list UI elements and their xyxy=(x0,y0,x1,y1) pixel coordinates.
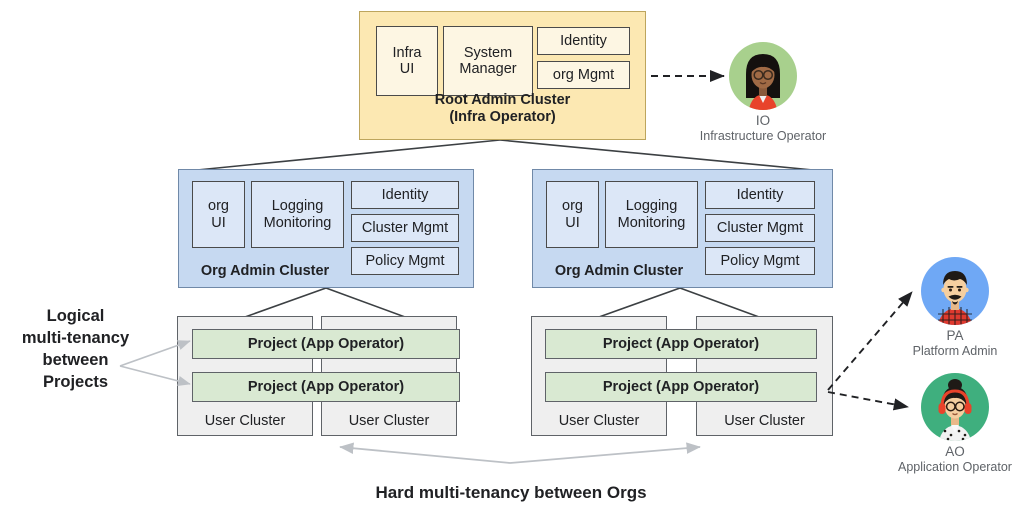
org-left-module-org-ui[interactable]: org UI xyxy=(192,181,245,248)
org-admin-cluster-right-title: Org Admin Cluster xyxy=(554,263,684,279)
org-left-module-logging-line1: Logging xyxy=(271,198,324,215)
connector-orgleft-to-uc1 xyxy=(244,287,327,318)
org-left-module-logging-line2: Monitoring xyxy=(263,214,332,231)
org-right-module-logging-line2: Monitoring xyxy=(617,214,686,231)
pa-abbr: PA xyxy=(946,328,964,343)
org-right-module-policy-mgmt[interactable]: Policy Mgmt xyxy=(705,247,815,275)
ao-avatar xyxy=(921,373,989,441)
connector-orgright-to-uc1 xyxy=(598,287,681,318)
org-left-module-policy-mgmt[interactable]: Policy Mgmt xyxy=(351,247,459,275)
root-admin-cluster-title: Root Admin Cluster (Infra Operator) xyxy=(359,92,646,127)
logical-label-line4: Projects xyxy=(42,372,109,391)
user-cluster-left-1-label: User Cluster xyxy=(204,412,286,429)
root-module-system-manager[interactable]: System Manager xyxy=(443,26,533,96)
org-admin-cluster-left-title: Org Admin Cluster xyxy=(200,263,330,279)
org-right-module-cluster-mgmt[interactable]: Cluster Mgmt xyxy=(705,214,815,242)
org-right-module-org-ui-line2: UI xyxy=(565,214,580,231)
org-right-module-logging-line1: Logging xyxy=(625,198,678,215)
user-cluster-right-1-label: User Cluster xyxy=(558,412,640,429)
user-cluster-right-2-label: User Cluster xyxy=(724,412,805,429)
org-left-module-logging-monitoring[interactable]: Logging Monitoring xyxy=(251,181,344,248)
root-module-infra-ui[interactable]: Infra UI xyxy=(376,26,438,96)
root-module-identity[interactable]: Identity xyxy=(537,27,630,55)
io-avatar-illustration xyxy=(746,54,780,110)
ao-avatar-illustration xyxy=(938,379,972,441)
pa-full-label: Platform Admin xyxy=(912,344,998,358)
project-right-2[interactable]: Project (App Operator) xyxy=(545,372,817,402)
org-right-module-identity[interactable]: Identity xyxy=(705,181,815,209)
connector-orgleft-to-uc2 xyxy=(325,287,406,318)
ao-abbr: AO xyxy=(945,444,965,459)
project-right-1[interactable]: Project (App Operator) xyxy=(545,329,817,359)
root-module-infra-ui-line2: UI xyxy=(399,61,415,77)
pa-avatar-illustration xyxy=(938,271,972,325)
project-left-1[interactable]: Project (App Operator) xyxy=(192,329,460,359)
root-admin-cluster-title-line1: Root Admin Cluster xyxy=(434,92,571,108)
persona-ao[interactable]: AO Application Operator xyxy=(880,373,1022,474)
persona-pa[interactable]: PA Platform Admin xyxy=(880,257,1022,358)
root-module-system-manager-line2: Manager xyxy=(459,61,517,77)
org-left-module-org-ui-line2: UI xyxy=(211,214,226,231)
root-module-system-manager-line1: System xyxy=(463,44,513,61)
logical-multitenancy-label: Logical multi-tenancy between Projects xyxy=(8,306,143,394)
user-cluster-left-2-label: User Cluster xyxy=(348,412,430,429)
hard-multitenancy-label: Hard multi-tenancy between Orgs xyxy=(375,483,647,502)
arrow-hard-tenancy-right xyxy=(509,442,701,464)
logical-label-line1: Logical xyxy=(46,307,105,325)
connector-root-to-org-left xyxy=(196,139,501,171)
pa-avatar xyxy=(921,257,989,325)
io-full-label: Infrastructure Operator xyxy=(699,129,827,143)
logical-label-line2: multi-tenancy xyxy=(21,328,130,347)
root-admin-cluster-title-line2: (Infra Operator) xyxy=(449,109,556,126)
arrow-hard-tenancy-left xyxy=(339,442,511,464)
org-left-module-cluster-mgmt[interactable]: Cluster Mgmt xyxy=(351,214,459,242)
org-right-module-logging-monitoring[interactable]: Logging Monitoring xyxy=(605,181,698,248)
io-abbr: IO xyxy=(755,113,771,128)
org-left-module-identity[interactable]: Identity xyxy=(351,181,459,209)
org-left-module-org-ui-line1: org xyxy=(208,198,229,215)
logical-label-line3: between xyxy=(42,350,109,369)
ao-full-label: Application Operator xyxy=(898,460,1012,474)
connector-orgright-to-uc2 xyxy=(679,287,760,318)
project-left-2[interactable]: Project (App Operator) xyxy=(192,372,460,402)
persona-io[interactable]: IO Infrastructure Operator xyxy=(688,42,838,143)
root-module-org-mgmt[interactable]: org Mgmt xyxy=(537,61,630,89)
org-right-module-org-ui[interactable]: org UI xyxy=(546,181,599,248)
io-avatar xyxy=(729,42,797,110)
root-module-infra-ui-line1: Infra xyxy=(392,44,422,61)
connector-root-to-org-right xyxy=(499,139,814,171)
org-right-module-org-ui-line1: org xyxy=(562,198,583,215)
